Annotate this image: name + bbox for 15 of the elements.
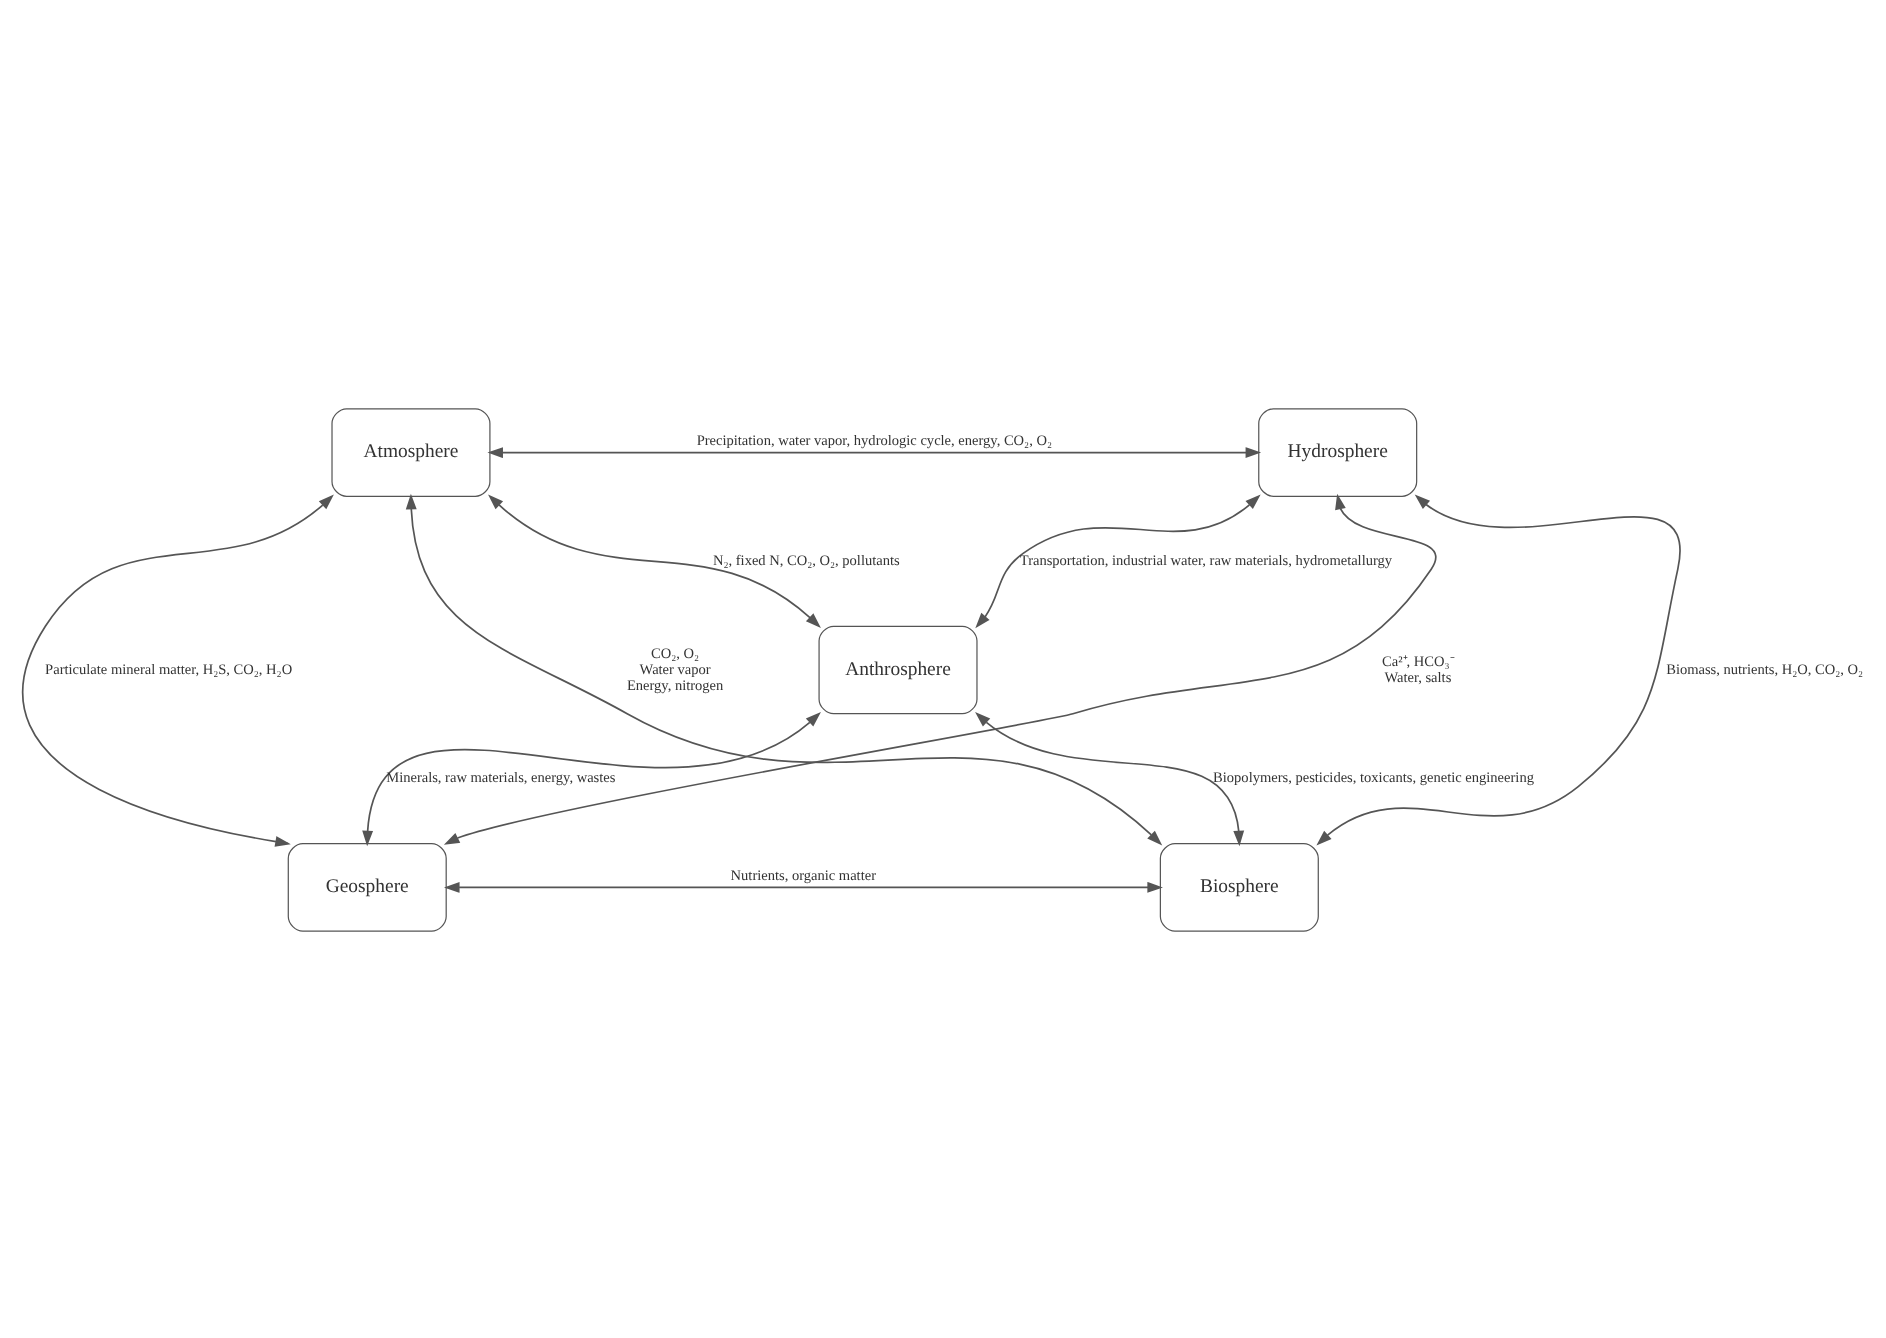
arrow	[21, 493, 334, 846]
node-box: Biosphere	[1159, 842, 1319, 931]
node-box: Hydrosphere	[1258, 407, 1418, 496]
arrow	[444, 880, 1163, 892]
arrow	[975, 711, 1245, 846]
arrow	[362, 710, 821, 846]
arrow	[443, 492, 1437, 844]
arrow	[405, 492, 1163, 845]
arrow	[487, 446, 1262, 458]
arrow	[975, 493, 1261, 628]
arrow	[1316, 493, 1681, 845]
node-box: Anthrosphere	[818, 624, 978, 714]
node-box: Atmosphere	[331, 407, 491, 496]
arrow	[488, 493, 821, 628]
node-box: Geosphere	[287, 842, 447, 931]
